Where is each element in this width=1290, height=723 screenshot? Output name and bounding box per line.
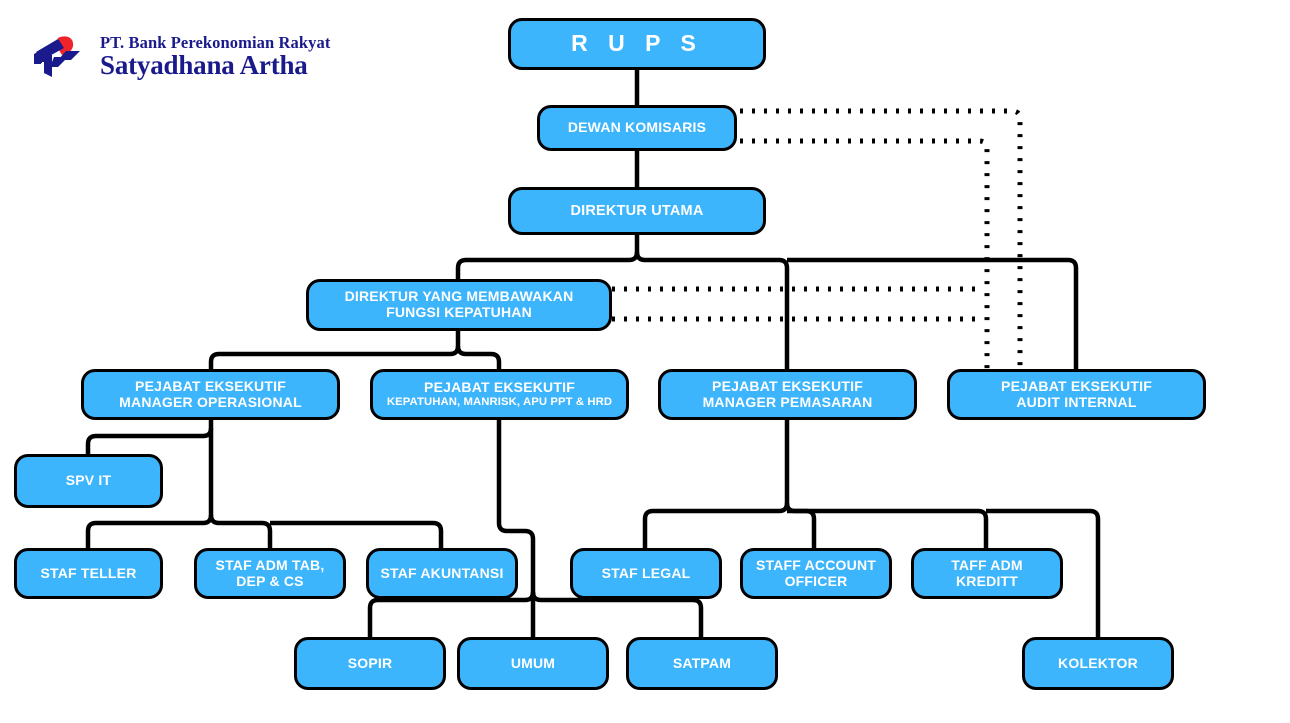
node-rups[interactable]: R U P S xyxy=(508,18,766,70)
logo-line-2: Satyadhana Artha xyxy=(100,50,308,81)
wire-pemasaran-staffao xyxy=(784,502,817,548)
node-label: STAF LEGAL xyxy=(601,564,691,581)
node-spv-it[interactable]: SPV IT xyxy=(14,454,163,508)
node-label-line1: STAFF ACCOUNT xyxy=(755,556,877,573)
node-label-line1: TAFF ADM xyxy=(951,556,1023,573)
node-label-line2: KEPATUHAN, MANRISK, APU PPT & HRD xyxy=(386,396,613,409)
node-label: STAF AKUNTANSI xyxy=(380,564,504,581)
node-label-line2: FUNGSI KEPATUHAN xyxy=(386,304,532,320)
wire-peop-stafadm xyxy=(208,514,273,548)
node-label: SATPAM xyxy=(672,654,732,671)
node-staff-account-officer[interactable]: STAFF ACCOUNT OFFICER xyxy=(740,548,892,599)
node-label-line1: PEJABAT EKSEKUTIF xyxy=(1001,377,1152,394)
company-logo: PT. Bank Perekonomian Rakyat Satyadhana … xyxy=(28,26,428,88)
node-label-line1: PEJABAT EKSEKUTIF xyxy=(712,377,863,394)
node-label: DIREKTUR UTAMA xyxy=(570,202,704,219)
node-staf-akuntansi[interactable]: STAF AKUNTANSI xyxy=(366,548,518,599)
node-direktur-utama[interactable]: DIREKTUR UTAMA xyxy=(508,187,766,235)
node-label-line2: MANAGER PEMASARAN xyxy=(702,393,873,410)
node-label: R U P S xyxy=(571,30,703,57)
dotted-dewan-to-pekepatuhan xyxy=(740,138,990,369)
node-label: STAF TELLER xyxy=(40,564,137,581)
dotted-dewan-to-audit xyxy=(740,108,1023,369)
logo-line-1: PT. Bank Perekonomian Rakyat xyxy=(100,33,331,53)
node-label-line1: PEJABAT EKSEKUTIF xyxy=(424,379,575,396)
wire-dirkepatuhan-to-operasional xyxy=(208,331,461,369)
wire-peop-stafakuntansi xyxy=(270,520,444,548)
node-umum[interactable]: UMUM xyxy=(457,637,609,690)
node-label: SOPIR xyxy=(347,654,393,671)
node-label-line1: STAF ADM TAB, xyxy=(215,556,325,573)
node-label-line2: MANAGER OPERASIONAL xyxy=(119,393,302,410)
wire-peop-spvit xyxy=(85,427,214,454)
node-staf-adm-tab-dep-cs[interactable]: STAF ADM TAB, DEP & CS xyxy=(194,548,346,599)
node-staf-teller[interactable]: STAF TELLER xyxy=(14,548,163,599)
node-label: SPV IT xyxy=(65,472,112,489)
wire-pemasaran-staflegal xyxy=(642,502,790,548)
node-label-line2: AUDIT INTERNAL xyxy=(1016,393,1137,410)
node-staf-legal[interactable]: STAF LEGAL xyxy=(570,548,722,599)
wire-dirut-to-dirkepatuhan xyxy=(455,235,640,284)
node-label-line2: DEP & CS xyxy=(236,572,304,589)
logo-wordmark: PT. Bank Perekonomian Rakyat Satyadhana … xyxy=(100,34,330,80)
node-pe-manager-pemasaran[interactable]: PEJABAT EKSEKUTIF MANAGER PEMASARAN xyxy=(658,369,917,420)
node-pe-audit-internal[interactable]: PEJABAT EKSEKUTIF AUDIT INTERNAL xyxy=(947,369,1206,420)
node-label: UMUM xyxy=(510,654,556,671)
node-pe-manager-operasional[interactable]: PEJABAT EKSEKUTIF MANAGER OPERASIONAL xyxy=(81,369,340,420)
bank-logo-mark xyxy=(34,36,80,77)
node-label-line2: KREDITT xyxy=(955,572,1019,589)
node-label: KOLEKTOR xyxy=(1058,654,1138,671)
node-label-line1: PEJABAT EKSEKUTIF xyxy=(135,377,286,394)
node-label-line1: DIREKTUR YANG MEMBAWAKAN xyxy=(344,288,574,305)
node-taff-adm-kreditt[interactable]: TAFF ADM KREDITT xyxy=(911,548,1063,599)
node-label: DEWAN KOMISARIS xyxy=(567,119,707,136)
wire-dirut-to-audit xyxy=(787,257,1079,369)
wire-dirkepatuhan-to-pekepatuhan xyxy=(455,345,502,369)
node-label-line2: OFFICER xyxy=(784,572,848,589)
node-dewan-komisaris[interactable]: DEWAN KOMISARIS xyxy=(537,105,737,151)
node-kolektor[interactable]: KOLEKTOR xyxy=(1022,637,1174,690)
node-direktur-kepatuhan[interactable]: DIREKTUR YANG MEMBAWAKAN FUNGSI KEPATUHA… xyxy=(306,279,612,331)
node-satpam[interactable]: SATPAM xyxy=(626,637,778,690)
node-sopir[interactable]: SOPIR xyxy=(294,637,446,690)
wire-pemasaran-taffadm xyxy=(787,508,989,548)
wire-dirut-to-pemasaran xyxy=(634,251,790,369)
node-pe-kepatuhan[interactable]: PEJABAT EKSEKUTIF KEPATUHAN, MANRISK, AP… xyxy=(370,369,629,420)
